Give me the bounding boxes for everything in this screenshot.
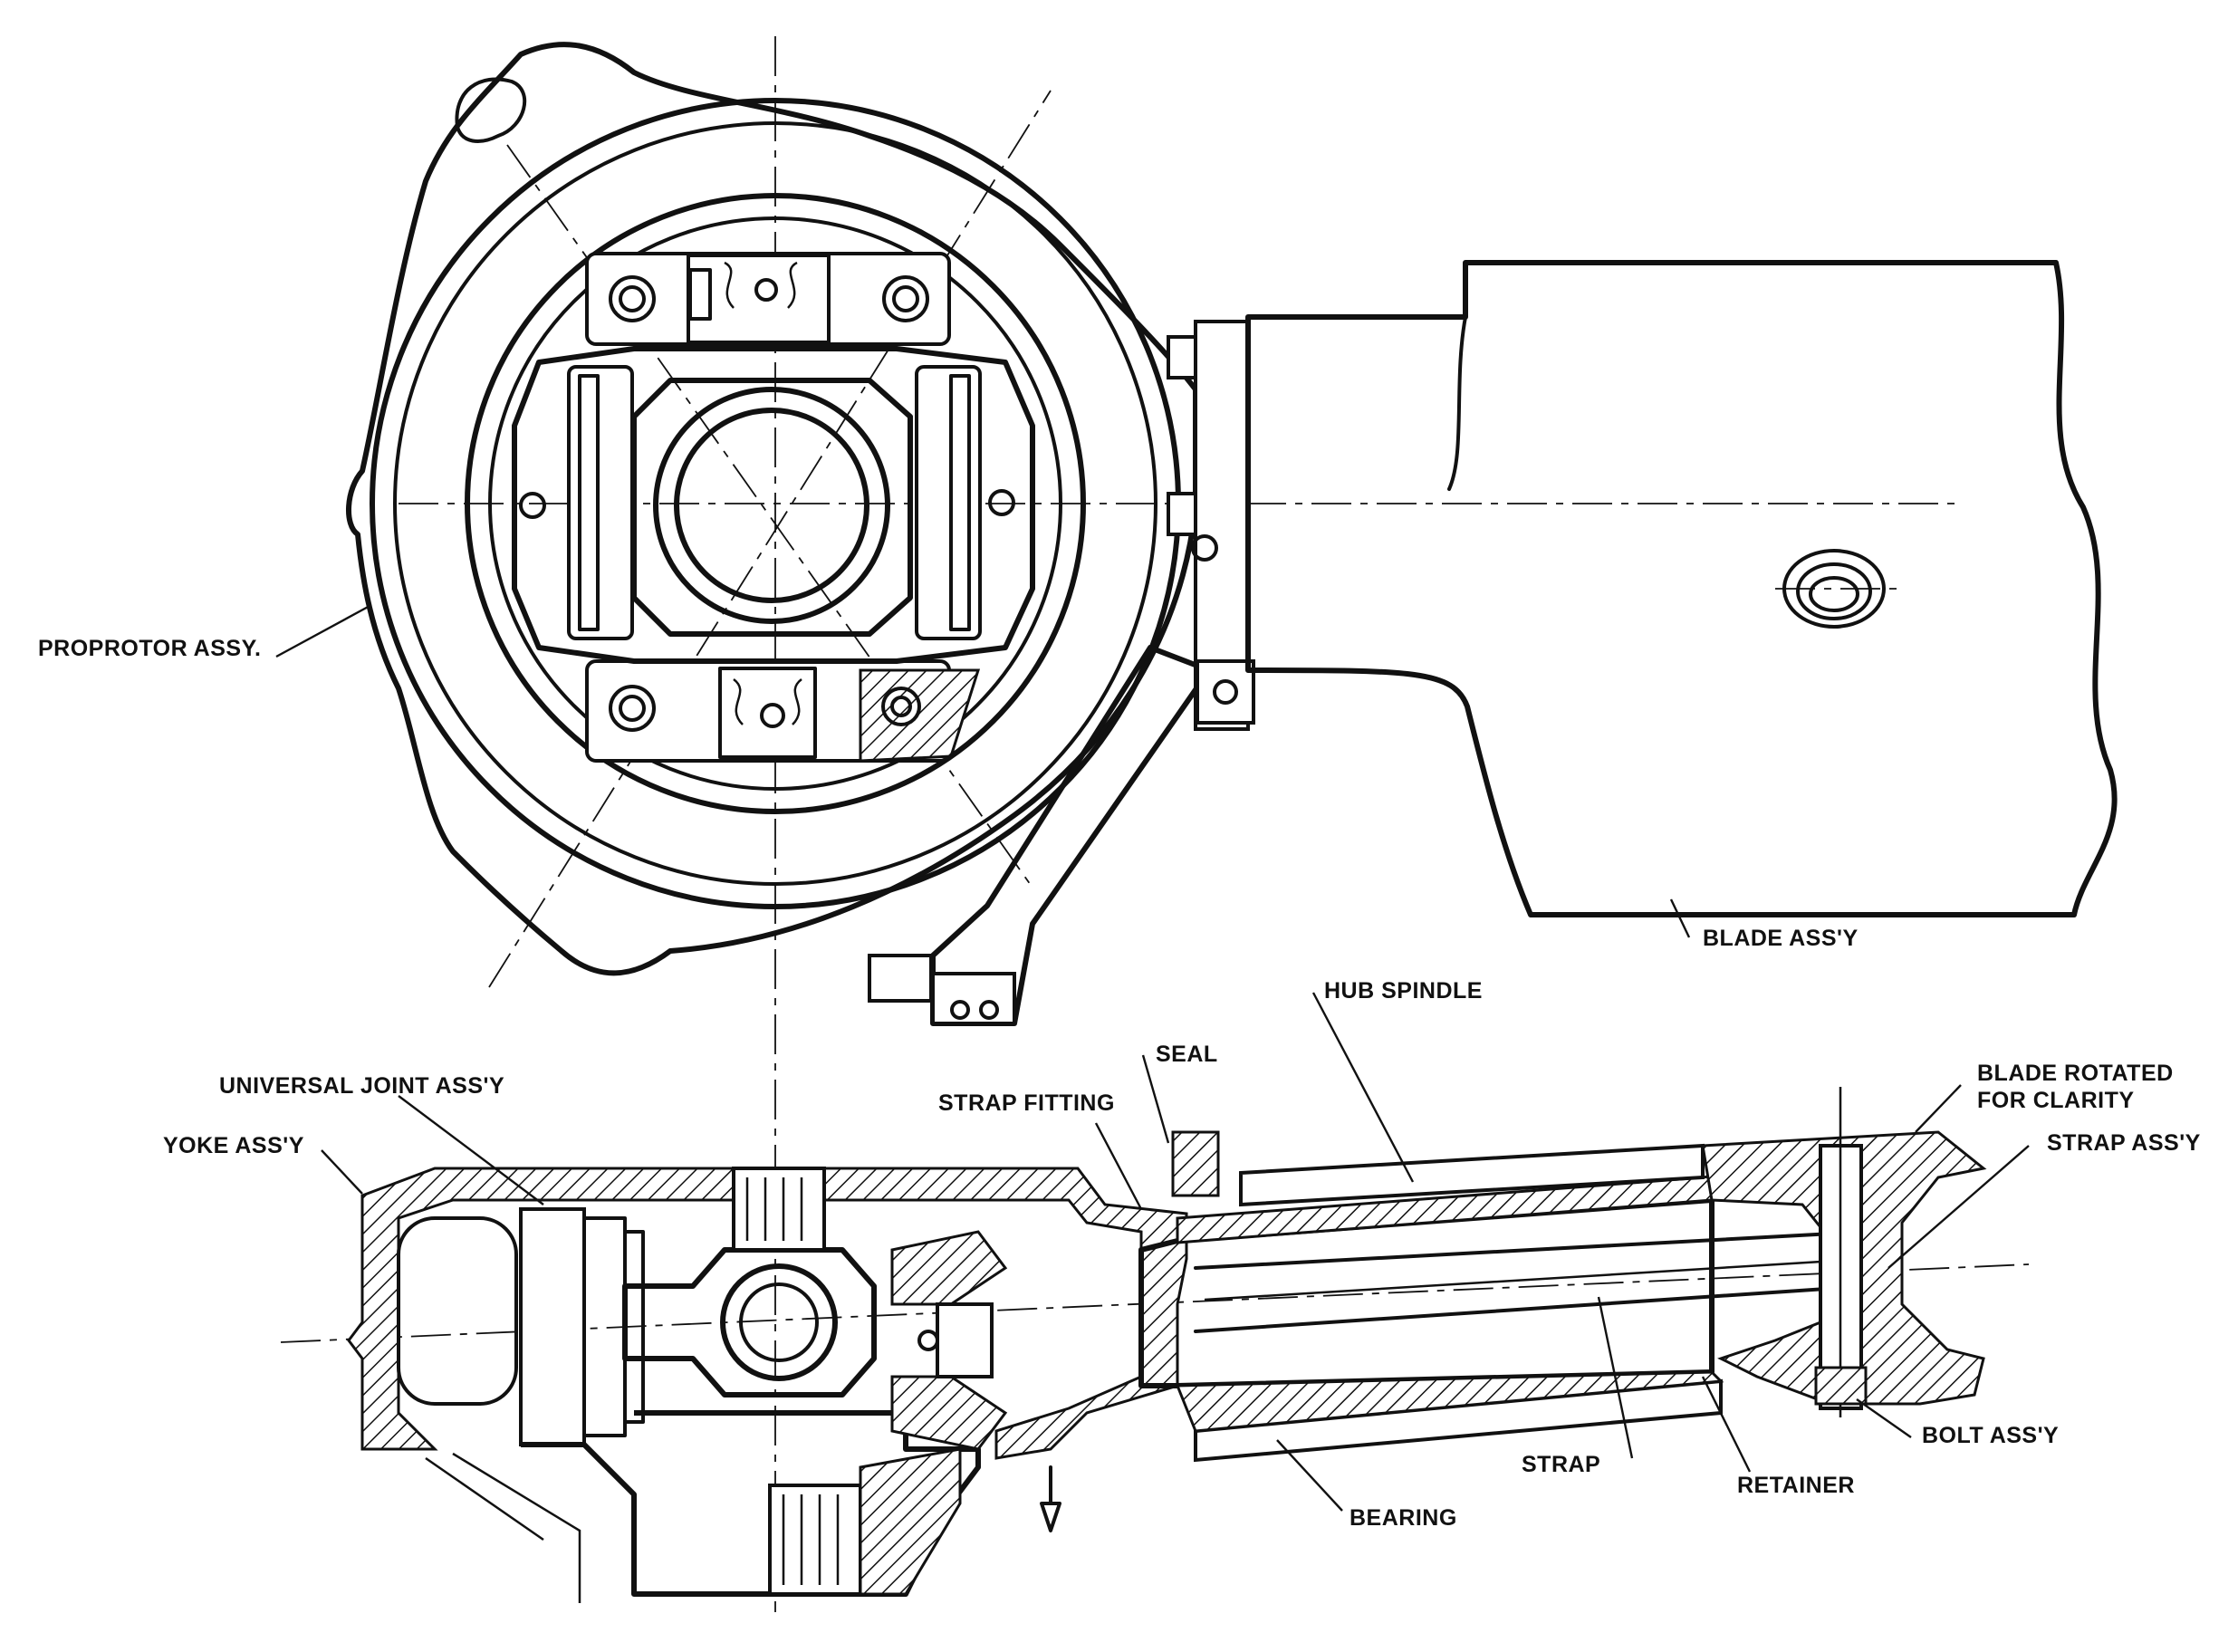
label-blade-rotated-line1: BLADE ROTATED	[1977, 1061, 2174, 1086]
blade-step-line	[1447, 315, 1467, 491]
lower-bracket	[585, 659, 981, 763]
label-blade-rotated-line2: FOR CLARITY	[1977, 1088, 2135, 1113]
label-bearing: BEARING	[1350, 1505, 1457, 1531]
callout-labels: PROPROTOR ASSY. BLADE ASS'Y HUB SPINDLE …	[38, 636, 2201, 1531]
universal-joint-plate	[519, 1207, 586, 1446]
center-bearing-cluster	[890, 1230, 1008, 1451]
lower-spline-shaft	[768, 1484, 862, 1596]
label-retainer: RETAINER	[1737, 1473, 1855, 1498]
top-view	[346, 36, 2118, 1612]
leader-strap	[1597, 1296, 1634, 1459]
leader-blade-rotated	[1915, 1084, 1962, 1133]
strap-upper	[1194, 1230, 1868, 1270]
center-bore-inner	[674, 408, 869, 603]
right-trunnion-block	[915, 365, 982, 640]
label-hub-spindle: HUB SPINDLE	[1324, 978, 1483, 1004]
leader-strap-fitting	[1094, 1122, 1143, 1210]
label-strap-assy: STRAP ASS'Y	[2047, 1130, 2201, 1156]
leader-universal-joint	[398, 1095, 544, 1205]
seal-fitting	[1171, 1130, 1220, 1197]
leader-blade-assy	[1669, 898, 1691, 938]
lower-yoke-hatch	[859, 1447, 962, 1596]
leader-bolt-assy	[1856, 1398, 1912, 1438]
pitch-horn-end-fitting	[931, 972, 1016, 1025]
yoke-inner-cavity	[397, 1216, 518, 1406]
label-strap-fitting: STRAP FITTING	[938, 1090, 1115, 1116]
label-universal-joint-assy: UNIVERSAL JOINT ASS'Y	[219, 1073, 504, 1099]
lower-bearing-housing	[1175, 1370, 1724, 1433]
proprotor-housing-outline	[346, 42, 1198, 976]
yoke-inner-frame	[512, 346, 1035, 664]
leader-seal	[1141, 1054, 1170, 1144]
label-strap: STRAP	[1522, 1452, 1600, 1477]
label-proprotor-assy: PROPROTOR ASSY.	[38, 636, 261, 661]
housing-lug	[455, 77, 527, 143]
upper-bracket	[585, 252, 951, 346]
top-spline-block	[732, 1167, 826, 1252]
section-view	[280, 1087, 2030, 1603]
universal-joint-cross	[622, 1247, 877, 1397]
blade-outline	[1245, 260, 2118, 917]
leader-strap-assy	[1887, 1145, 2030, 1269]
center-bore-outer	[653, 387, 890, 624]
pitch-horn-arm	[930, 645, 1212, 1026]
label-blade-assy: BLADE ASS'Y	[1703, 926, 1859, 951]
label-bolt-assy: BOLT ASS'Y	[1922, 1423, 2059, 1448]
leader-yoke-assy	[321, 1149, 363, 1195]
pitch-horn-stub	[868, 954, 933, 1003]
label-yoke-assy: YOKE ASS'Y	[163, 1133, 304, 1158]
middle-ring	[465, 193, 1086, 814]
diagonal-centerline-1	[488, 90, 1052, 988]
strap-lower	[1194, 1284, 1868, 1333]
blade-attach-fitting	[1775, 549, 1897, 629]
upper-bearing-race	[1239, 1143, 1705, 1207]
leader-bearing	[1276, 1439, 1343, 1512]
leader-hub-spindle	[1311, 992, 1415, 1183]
leader-lines	[275, 603, 2030, 1512]
outer-ring-inner-edge	[393, 121, 1157, 886]
middle-ring-inner-edge	[488, 216, 1062, 791]
bolt-nut	[1814, 1366, 1868, 1406]
center-hub-outline	[631, 378, 913, 637]
leader-proprotor	[275, 603, 372, 658]
label-seal: SEAL	[1156, 1042, 1218, 1067]
leader-retainer	[1701, 1376, 1752, 1473]
